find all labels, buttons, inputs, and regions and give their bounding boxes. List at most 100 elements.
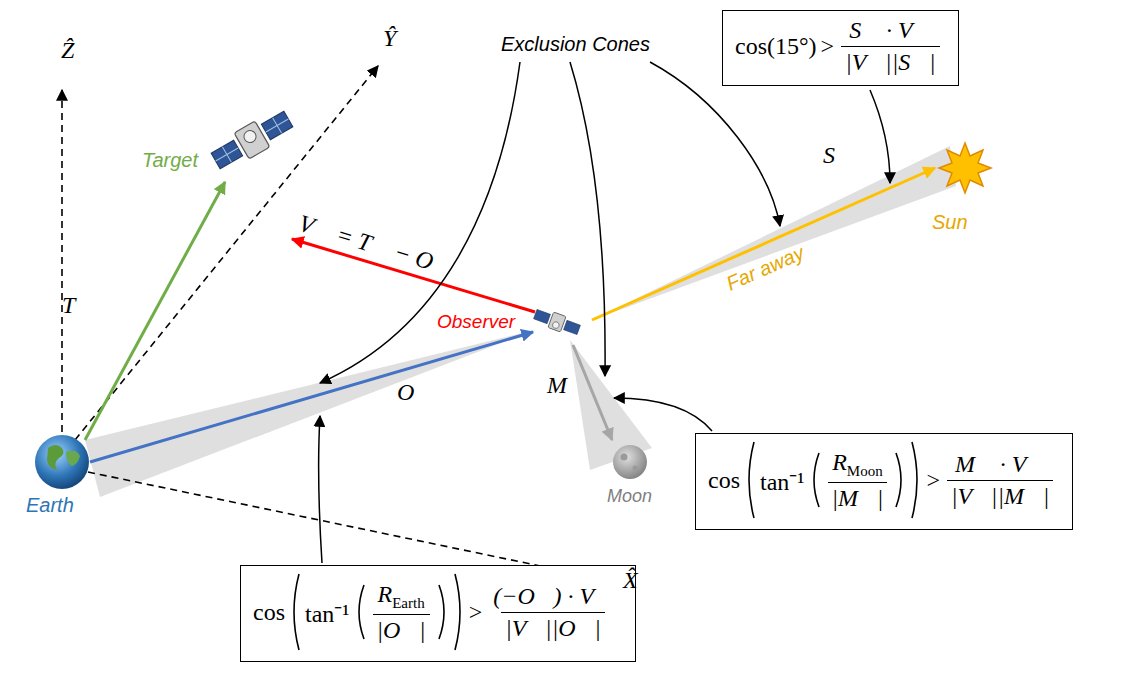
fraction: M⃗ · V⃗ |V⃗||M⃗| (947, 451, 1053, 510)
formula-text: cos(15°) (735, 33, 817, 60)
object-label: Target (142, 148, 198, 172)
leader-line (570, 62, 605, 376)
vector-label: S⃗ (823, 141, 854, 170)
parenthesis (910, 440, 922, 520)
parenthesis-stroke (294, 574, 299, 650)
vector-label: V⃗ = T⃗ − O⃗ (295, 209, 454, 282)
solar-panel (534, 309, 551, 323)
vector-label: M⃗ (547, 371, 586, 400)
formula: cos(15°)> S⃗ · V⃗ |V⃗||S⃗| (735, 17, 943, 76)
solar-panel (564, 320, 581, 334)
fraction: RMoon |M⃗| (828, 449, 888, 512)
formula-text: tan⁻¹ (760, 464, 805, 497)
denominator: |V⃗||O⃗| (501, 612, 605, 642)
observer-vector (90, 332, 533, 462)
denominator: |V⃗||S⃗| (841, 46, 939, 76)
subscript-text: Moon (847, 463, 883, 479)
moon-crater (621, 454, 628, 461)
parenthesis-stroke (912, 442, 917, 518)
formula-text: > (926, 467, 940, 494)
subscript-text: Earth (392, 595, 424, 611)
fraction: (−O⃗) · V⃗ |V⃗||O⃗| (489, 583, 617, 642)
parenthesis-stroke (896, 453, 901, 507)
moon-crater (633, 466, 638, 471)
numerator: (−O⃗) · V⃗ (489, 583, 617, 612)
formula-text: (−O⃗) · V⃗ (493, 583, 613, 609)
vector-label: T⃗ (62, 291, 94, 320)
parenthesis (744, 440, 756, 520)
object-label: Earth (26, 493, 74, 517)
formula-box: cos tan⁻¹ REarth |O⃗| > (−O⃗) · V⃗ |V⃗||O⃗| (240, 565, 636, 662)
denominator: |O⃗| (373, 614, 430, 644)
formula-text: R (832, 449, 847, 475)
moon-globe (613, 445, 647, 479)
numerator: M⃗ · V⃗ (951, 451, 1049, 480)
solar-panel (211, 140, 243, 169)
parenthesis (354, 583, 366, 641)
satellite-dish (242, 128, 258, 144)
leader-line (870, 90, 890, 183)
axis-label: Ŷ (383, 24, 396, 53)
panel-grid (216, 148, 239, 161)
object-label: Sun (932, 210, 968, 234)
parenthesis (437, 583, 449, 641)
leader-line (614, 398, 712, 431)
numerator: RMoon (828, 449, 887, 482)
axis-label: X̂ (623, 566, 638, 595)
object-label: Moon (607, 486, 652, 508)
satellite-body (234, 121, 270, 159)
formula-text: |M⃗| (832, 485, 884, 511)
y-axis (75, 66, 378, 440)
satellite-body (548, 312, 566, 332)
parenthesis-stroke (814, 453, 819, 507)
formula-box: cos(15°)> S⃗ · V⃗ |V⃗||S⃗| (722, 10, 959, 86)
fraction: REarth |O⃗| (373, 581, 430, 644)
parenthesis-stroke (455, 574, 460, 650)
parenthesis (289, 572, 301, 652)
fraction: S⃗ · V⃗ |V⃗||S⃗| (841, 17, 939, 76)
object-label: Observer (437, 311, 515, 334)
formula-text: tan⁻¹ (305, 596, 350, 629)
numerator: S⃗ · V⃗ (845, 17, 935, 46)
solar-panel (261, 111, 293, 140)
formula-text: S⃗ · V⃗ (849, 17, 931, 43)
denominator: |V⃗||M⃗| (947, 480, 1053, 510)
formula-text: |V⃗||O⃗| (505, 615, 601, 641)
sun-star (939, 143, 991, 193)
parenthesis-stroke (749, 442, 754, 518)
parenthesis (809, 451, 821, 509)
z-axis (61, 90, 63, 432)
formula-box: costan⁻¹RMoon|M⃗|>M⃗ · V⃗|V⃗||M⃗| (695, 433, 1073, 530)
formula-text: |V⃗||S⃗| (845, 49, 935, 75)
parenthesis (894, 451, 906, 509)
denominator: |M⃗| (828, 482, 888, 512)
parenthesis (453, 572, 465, 652)
satellite-dish (552, 321, 560, 329)
sun-vector (592, 168, 935, 320)
earth-exclusion-cone (85, 330, 535, 497)
leader-line (650, 62, 780, 226)
formula-text: > (821, 33, 835, 60)
target-vector (85, 182, 225, 440)
panel-grid (266, 119, 289, 132)
earth-land (47, 445, 63, 470)
target-satellite (208, 106, 296, 174)
formula: cos tan⁻¹ REarth |O⃗| > (−O⃗) · V⃗ |V⃗||O⃗| (253, 572, 620, 652)
leader-line (319, 416, 322, 563)
earth-globe (35, 435, 89, 489)
sun-exclusion-cone (592, 146, 956, 320)
formula-text: cos (253, 599, 285, 626)
parenthesis-stroke (359, 585, 364, 639)
axis-label: Ẑ (61, 36, 74, 65)
formula-text: M⃗ · V⃗ (955, 451, 1045, 477)
numerator: REarth (374, 581, 429, 614)
earth-land (66, 451, 80, 466)
formula-text: > (469, 599, 483, 626)
x-axis (88, 472, 603, 579)
formula-text: R (378, 581, 393, 607)
annotation: Exclusion Cones (501, 32, 650, 56)
formula: costan⁻¹RMoon|M⃗|>M⃗ · V⃗|V⃗||M⃗| (708, 440, 1056, 520)
formula-text: |O⃗| (377, 617, 426, 643)
parenthesis-stroke (439, 585, 444, 639)
